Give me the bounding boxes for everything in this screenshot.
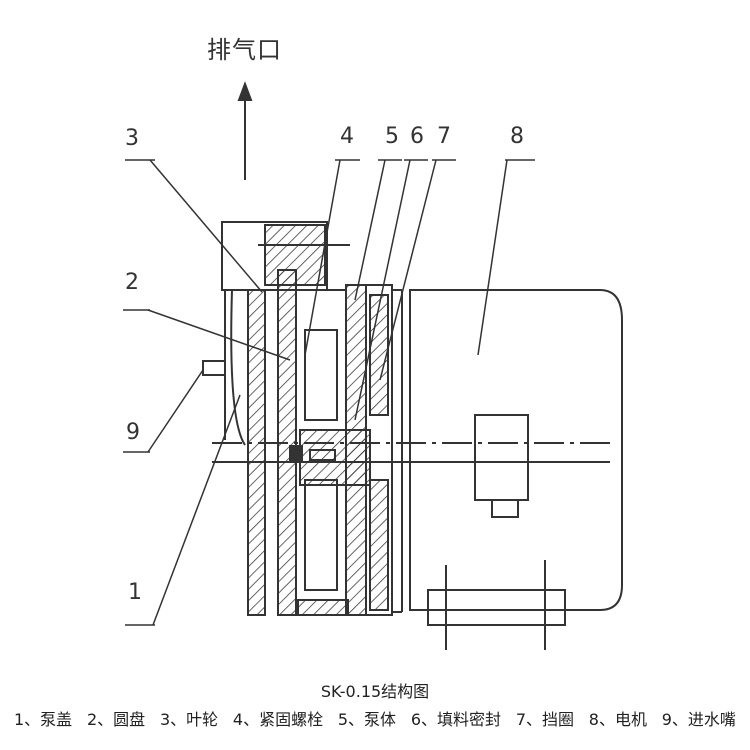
legend-item: 2、圆盘 bbox=[86, 710, 146, 729]
callout-8: 8 bbox=[510, 124, 524, 149]
legend-item: 6、填料密封 bbox=[410, 710, 502, 729]
callout-3: 3 bbox=[125, 126, 139, 151]
callout-1: 1 bbox=[128, 580, 142, 605]
exhaust-arrow bbox=[237, 81, 253, 180]
legend-item: 5、泵体 bbox=[337, 710, 397, 729]
callout-4: 4 bbox=[340, 124, 354, 149]
callout-6: 6 bbox=[410, 124, 424, 149]
callout-2: 2 bbox=[125, 270, 139, 295]
pump-body bbox=[345, 284, 403, 616]
diagram-caption: SK-0.15结构图 bbox=[320, 682, 430, 701]
callout-7: 7 bbox=[437, 124, 451, 149]
exhaust-port-label: 排气口 bbox=[207, 36, 282, 64]
callout-5: 5 bbox=[385, 124, 399, 149]
callout-9: 9 bbox=[126, 420, 140, 445]
water-inlet-nozzle bbox=[202, 360, 226, 376]
shaft bbox=[212, 442, 610, 463]
legend-item: 7、挡圈 bbox=[515, 710, 574, 729]
legend-item: 9、进水嘴 bbox=[661, 710, 736, 729]
motor bbox=[409, 289, 623, 650]
legend-item: 3、叶轮 bbox=[159, 710, 219, 729]
leader-lines bbox=[123, 159, 535, 626]
legend-item: 8、电机 bbox=[588, 710, 647, 729]
legend-item: 4、紧固螺栓 bbox=[232, 710, 324, 729]
legend-item: 1、泵盖 bbox=[14, 710, 73, 729]
parts-legend: 1、泵盖 2、圆盘 3、叶轮 4、紧固螺栓 5、泵体 6、填料密封 7、挡圈 8… bbox=[14, 706, 736, 730]
